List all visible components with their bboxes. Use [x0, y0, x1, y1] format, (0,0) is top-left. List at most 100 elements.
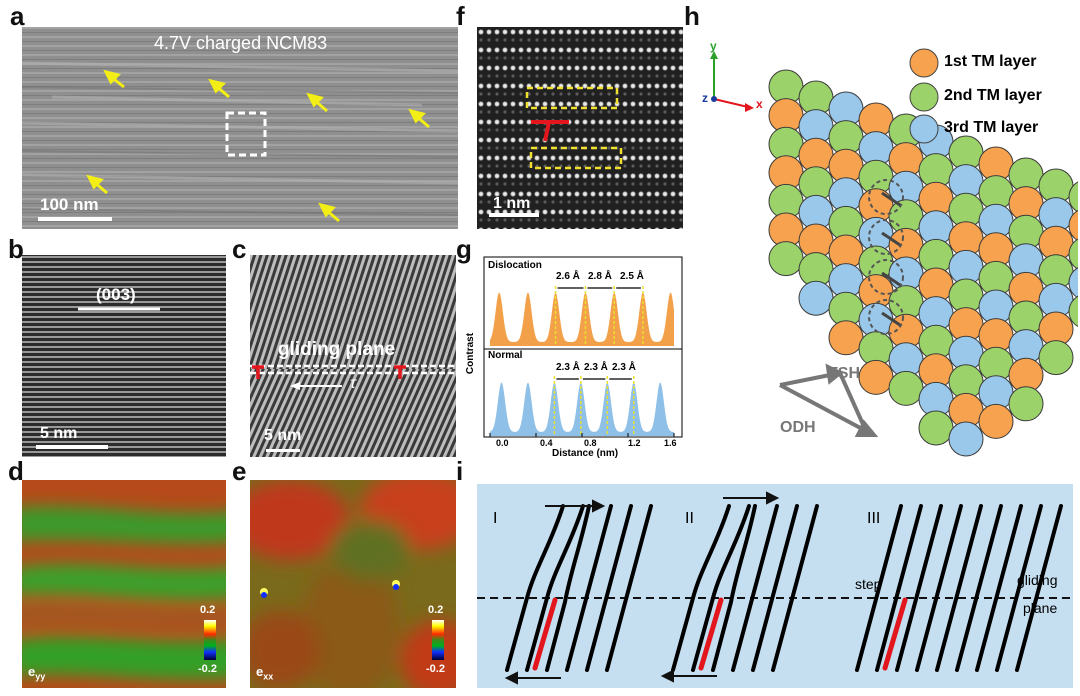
- panel-g-normal-area: [490, 382, 674, 436]
- panel-i-lattice-plane: [855, 504, 903, 672]
- panel-c-filtered-image: gliding plane τ 5 nm: [250, 255, 456, 457]
- panel-e-strain-map: 0.2 -0.2 exx: [250, 480, 456, 688]
- panel-a-scale-bar: [38, 217, 112, 221]
- panel-h-shift-arrow: [881, 271, 901, 287]
- panel-g-xtick-3: 0.8: [584, 438, 597, 448]
- panel-g-ylabel: Contrast: [465, 332, 477, 375]
- panel-h-atom: [1068, 181, 1078, 213]
- panel-d-colorbar: [204, 620, 216, 660]
- panel-i-lattice-plane: [975, 504, 1023, 672]
- panel-i-lattice-plane: [691, 504, 751, 672]
- panel-h-shift-arrow: [881, 191, 901, 207]
- panel-g-top-spacing-1: 2.6 Å: [556, 271, 580, 282]
- panel-d-strain-label: eyy: [28, 664, 45, 682]
- panel-f-dashed-box-top: [525, 86, 619, 110]
- panel-g-bottom-spacing-1: 2.3 Å: [556, 362, 580, 373]
- panel-h-vacancy: [868, 179, 904, 215]
- panel-h-tsh-label: TSH: [828, 365, 860, 382]
- panel-h-vacancy: [868, 259, 904, 295]
- panel-label-g: g: [456, 234, 472, 264]
- panel-i-stage-2: II: [685, 510, 694, 527]
- panel-h-axes: [710, 51, 754, 112]
- panel-h-legend-swatch-1: [909, 48, 939, 78]
- panel-g-xtick-1: 0.0: [496, 438, 509, 448]
- panel-label-i: i: [456, 456, 464, 486]
- panel-f-scale-bar: [489, 213, 539, 217]
- panel-c-tau-arrow: [290, 382, 342, 390]
- panel-label-h: h: [684, 1, 700, 31]
- panel-g-bottom-title: Normal: [488, 350, 523, 361]
- panel-i-lattice-plane: [955, 504, 1003, 672]
- panel-e-strain-sub: xx: [263, 671, 274, 682]
- panel-i-stage-1: I: [493, 510, 498, 527]
- panel-b-plane-label: (003): [96, 285, 136, 304]
- panel-i-plane-label: plane: [1023, 600, 1058, 616]
- panel-g-top-title: Dislocation: [488, 260, 542, 271]
- panel-g-profiles: Dislocation Normal 2.6 Å 2.8 Å 2.5 Å 2.3…: [462, 252, 686, 462]
- panel-g-xlabel: Distance (nm): [552, 448, 619, 459]
- panel-h-atom: [1038, 340, 1074, 376]
- panel-i-lattice-plane: [875, 504, 923, 672]
- panel-g-xtick-2: 0.4: [540, 438, 553, 448]
- panel-i-lattice-plane: [605, 504, 653, 672]
- panel-i-lattice-plane: [565, 504, 613, 672]
- panel-g-top-spacing-3: 2.5 Å: [620, 271, 644, 282]
- panel-c-scale-bar: [266, 449, 300, 452]
- panel-e-strain-base: e: [256, 664, 264, 679]
- panel-h-shift-arrow: [881, 231, 901, 247]
- panel-i-shear-arrows: [504, 491, 780, 685]
- panel-h-atom: [918, 410, 954, 446]
- panel-h-atom: [798, 280, 834, 316]
- panel-e-cb-max: 0.2: [428, 604, 444, 616]
- panel-d-strain-sub: yy: [35, 671, 46, 682]
- panel-h-vacancy: [868, 219, 904, 255]
- panel-c-scale-label: 5 nm: [264, 427, 302, 444]
- panel-i-red-plane: [882, 597, 908, 671]
- panel-i-schematic: I II III step gliding plane: [477, 484, 1073, 688]
- panel-h-legend-swatch-2: [909, 82, 939, 112]
- panel-a-zoom-box: [225, 111, 267, 157]
- panel-e-colorbar: [432, 620, 444, 660]
- panel-h-atom: [1008, 386, 1044, 422]
- panel-h-legend: [909, 48, 939, 144]
- panel-i-lattice-plane: [711, 504, 757, 672]
- panel-d-strain-base: e: [28, 664, 36, 679]
- panel-i-lattice-plane: [915, 504, 963, 672]
- panel-h-vacancy: [868, 299, 904, 335]
- panel-h-atom: [828, 320, 864, 356]
- panel-i-lattice-plane: [771, 504, 819, 672]
- panel-h-atom: [978, 403, 1014, 439]
- panel-b-hrstem-image: (003) 5 nm: [22, 255, 226, 457]
- panel-f-scale-label: 1 nm: [493, 195, 531, 212]
- panel-label-b: b: [8, 234, 24, 264]
- panel-i-lattice-plane: [751, 504, 799, 672]
- panel-f-dashed-box-bottom: [529, 146, 623, 170]
- panel-c-dislocation-markers: [252, 365, 406, 379]
- panel-d-strain-map: 0.2 -0.2 eyy: [22, 480, 226, 688]
- panel-h-legend-label-1: 1st TM layer: [944, 53, 1037, 70]
- panel-i-red-plane: [532, 597, 558, 671]
- panel-f-atomic-image: 1 nm: [477, 27, 683, 229]
- panel-h-atom: [1068, 238, 1078, 270]
- panel-d-cb-max: 0.2: [200, 604, 216, 616]
- panel-i-lattice-plane: [1015, 504, 1063, 672]
- panel-g-bottom-spacing-3: 2.3 Å: [612, 362, 636, 373]
- panel-i-lattice-plane: [505, 504, 565, 672]
- panel-h-odh-label: ODH: [780, 419, 816, 436]
- panel-e-cb-min: -0.2: [426, 663, 445, 675]
- panel-a-title: 4.7V charged NCM83: [154, 33, 328, 53]
- panel-label-e: e: [232, 456, 247, 486]
- panel-label-f: f: [456, 1, 465, 31]
- panel-h-atom: [1068, 295, 1078, 327]
- panel-i-stage-3: III: [867, 510, 881, 527]
- panel-h-axis-x: x: [756, 97, 763, 111]
- panel-b-scale-bar: [36, 445, 108, 449]
- panel-i-lattice-plane: [525, 504, 585, 672]
- panel-g-top-spacing-2: 2.8 Å: [588, 271, 612, 282]
- panel-h-axis-z: z: [702, 91, 708, 105]
- panel-g-xtick-5: 1.6: [664, 438, 677, 448]
- panel-h-atom: [768, 241, 804, 277]
- panel-i-lattice-plane: [895, 504, 943, 672]
- panel-h-atomic-model: y x z 1st TM layer 2nd TM layer 3rd TM l…: [690, 27, 1078, 457]
- panel-h-atom: [1068, 267, 1078, 299]
